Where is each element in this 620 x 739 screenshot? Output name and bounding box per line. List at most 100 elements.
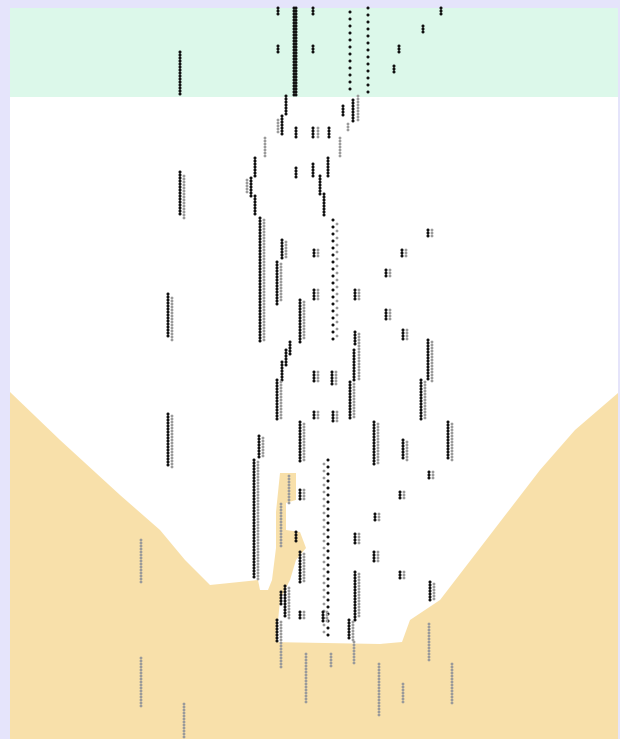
dot bbox=[401, 249, 404, 252]
dot bbox=[140, 539, 143, 542]
dot bbox=[447, 421, 450, 424]
dot bbox=[336, 293, 339, 296]
dot bbox=[429, 584, 432, 587]
dot bbox=[353, 644, 356, 647]
dot bbox=[336, 237, 339, 240]
dot bbox=[312, 48, 315, 51]
dot bbox=[374, 519, 377, 522]
dot bbox=[299, 299, 302, 302]
dot bbox=[299, 323, 302, 326]
dot bbox=[313, 249, 316, 252]
dot bbox=[277, 131, 280, 134]
dot bbox=[373, 560, 376, 563]
dot bbox=[277, 48, 280, 51]
dot bbox=[354, 292, 357, 295]
dot bbox=[303, 328, 306, 331]
dot bbox=[358, 539, 361, 542]
dot bbox=[406, 329, 409, 332]
dot bbox=[378, 519, 381, 522]
dot bbox=[262, 440, 265, 443]
dot bbox=[303, 325, 306, 328]
dot bbox=[374, 516, 377, 519]
dot bbox=[167, 419, 170, 422]
dot bbox=[378, 675, 381, 678]
dot bbox=[427, 229, 430, 232]
dot bbox=[284, 594, 287, 597]
dot bbox=[253, 471, 256, 474]
dot bbox=[167, 293, 170, 296]
dot bbox=[332, 275, 335, 278]
dot bbox=[288, 478, 291, 481]
dot bbox=[406, 338, 409, 341]
dot bbox=[312, 136, 315, 139]
dot bbox=[179, 63, 182, 66]
dot bbox=[332, 338, 335, 341]
dot bbox=[327, 160, 330, 163]
dot bbox=[140, 663, 143, 666]
dot bbox=[354, 613, 357, 616]
dot bbox=[254, 210, 257, 213]
dot bbox=[352, 111, 355, 114]
dot bbox=[303, 456, 306, 459]
dot bbox=[140, 669, 143, 672]
dot bbox=[328, 133, 331, 136]
dot bbox=[285, 349, 288, 352]
dot bbox=[276, 403, 279, 406]
dot bbox=[281, 115, 284, 118]
dot bbox=[263, 306, 266, 309]
dot bbox=[280, 527, 283, 530]
dot bbox=[357, 119, 360, 122]
dot bbox=[254, 213, 257, 216]
dot bbox=[312, 133, 315, 136]
dot bbox=[295, 46, 298, 49]
dot bbox=[276, 282, 279, 285]
dot bbox=[451, 684, 454, 687]
dot bbox=[323, 484, 326, 487]
dot bbox=[285, 361, 288, 364]
dot bbox=[332, 296, 335, 299]
dot bbox=[323, 603, 326, 606]
dot bbox=[402, 692, 405, 695]
dot bbox=[285, 355, 288, 358]
dot bbox=[140, 581, 143, 584]
dot-column-49 bbox=[427, 229, 430, 238]
dot bbox=[424, 417, 427, 420]
dot bbox=[258, 447, 261, 450]
dot bbox=[284, 585, 287, 588]
dot bbox=[295, 136, 298, 139]
dot bbox=[253, 552, 256, 555]
dot bbox=[451, 693, 454, 696]
dot bbox=[299, 492, 302, 495]
dot bbox=[259, 319, 262, 322]
dot bbox=[398, 48, 401, 51]
dot bbox=[167, 455, 170, 458]
dot bbox=[431, 350, 434, 353]
dot bbox=[367, 63, 370, 66]
dot bbox=[183, 208, 186, 211]
dot bbox=[295, 173, 298, 176]
dot bbox=[402, 454, 405, 457]
dot bbox=[289, 353, 292, 356]
dot bbox=[420, 379, 423, 382]
dot bbox=[257, 548, 260, 551]
dot bbox=[281, 248, 284, 251]
dot bbox=[451, 447, 454, 450]
dot-column-130 bbox=[299, 611, 302, 620]
dot bbox=[303, 429, 306, 432]
dot bbox=[285, 107, 288, 110]
dot bbox=[254, 201, 257, 204]
dot bbox=[281, 130, 284, 133]
dot bbox=[253, 522, 256, 525]
dot bbox=[342, 111, 345, 114]
dot-column-122 bbox=[358, 573, 361, 618]
dot bbox=[451, 432, 454, 435]
dot bbox=[276, 267, 279, 270]
dot bbox=[313, 289, 316, 292]
dot bbox=[451, 702, 454, 705]
dot bbox=[171, 436, 174, 439]
dot bbox=[428, 477, 431, 480]
dot bbox=[440, 7, 443, 10]
dot bbox=[253, 492, 256, 495]
dot bbox=[373, 457, 376, 460]
dot bbox=[424, 399, 427, 402]
